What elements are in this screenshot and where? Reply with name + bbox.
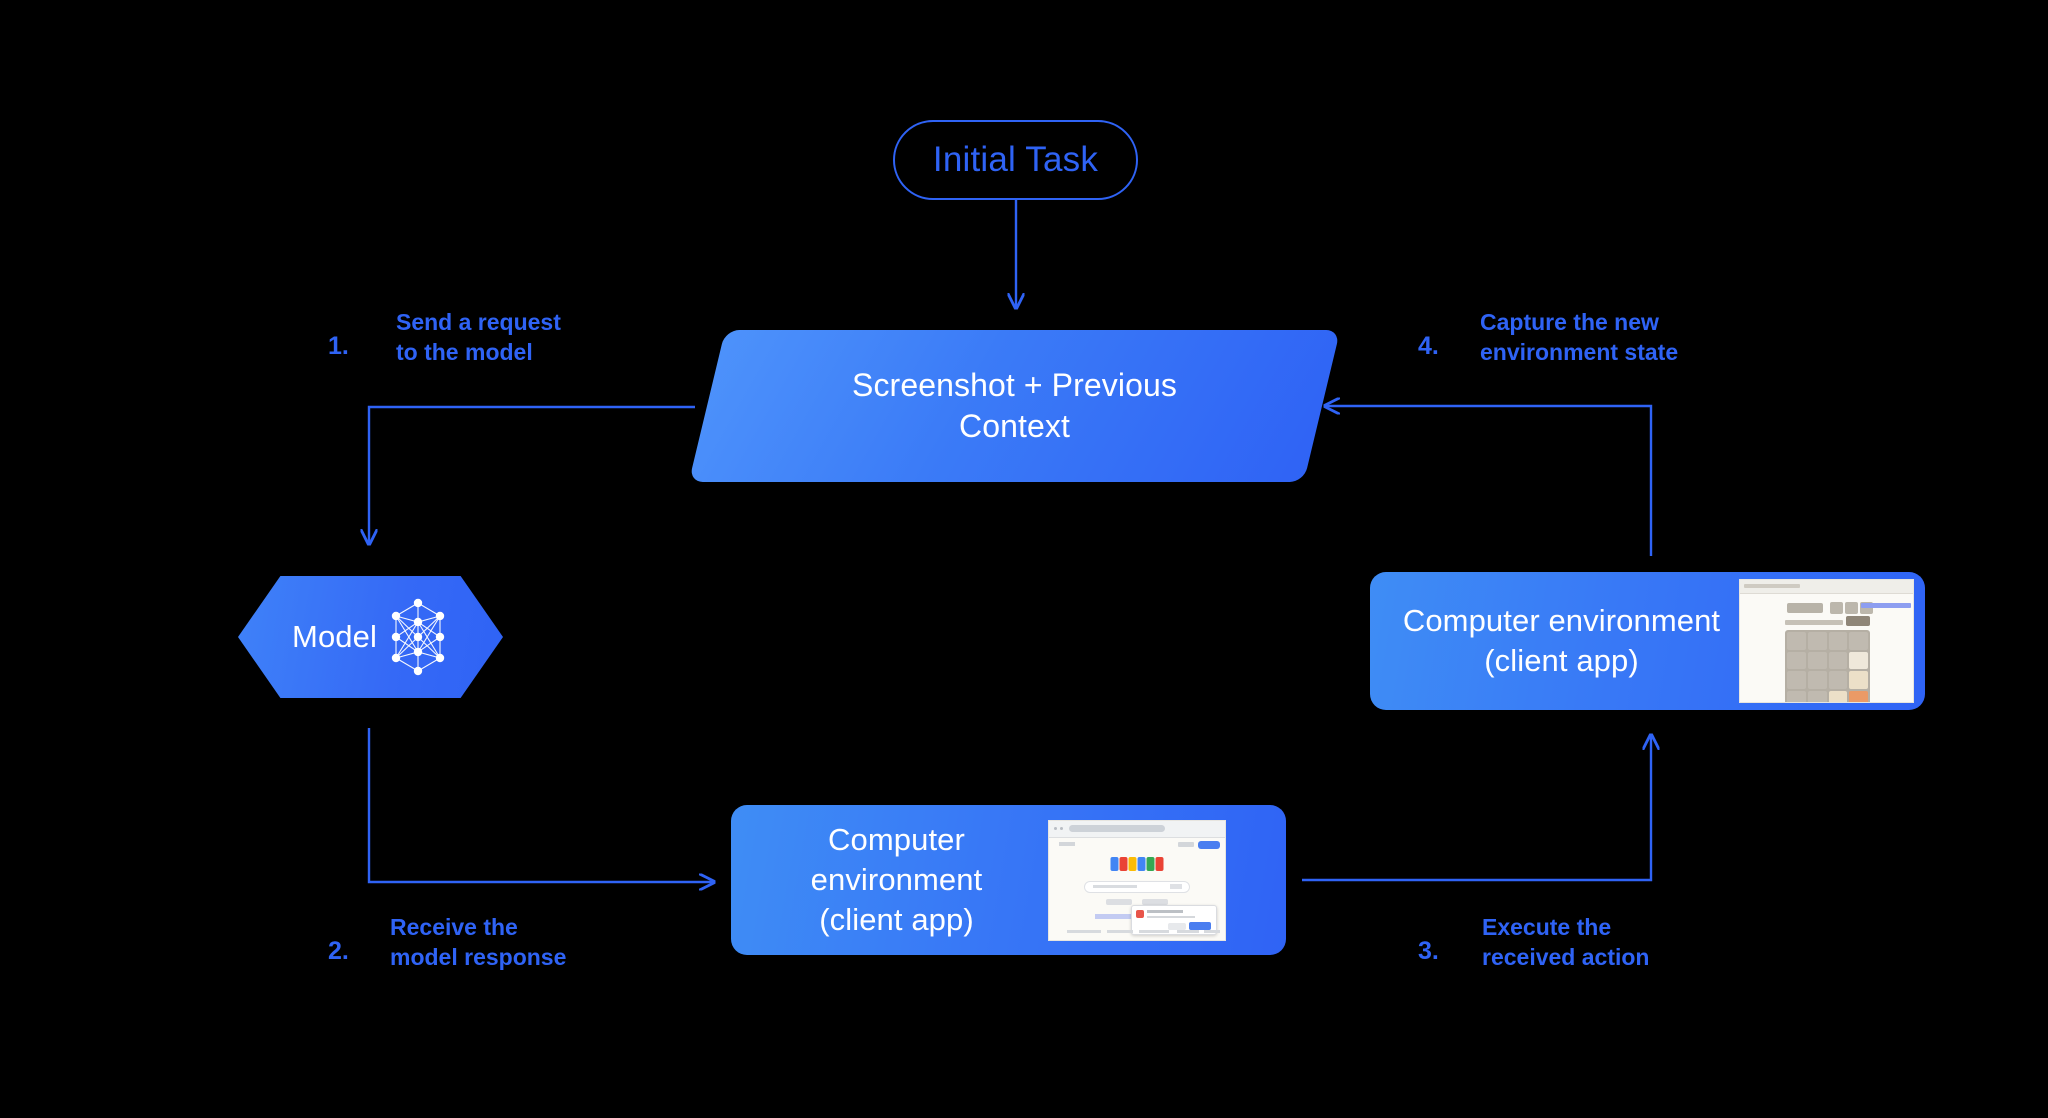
dialog-primary-button xyxy=(1189,921,1211,930)
context-label-line2: Context xyxy=(959,408,1070,444)
step-4-caption: 4. Capture the new environment state xyxy=(1418,307,1678,368)
node-initial-task: Initial Task xyxy=(893,120,1138,200)
new-game-button xyxy=(1846,616,1870,626)
context-label-group: Screenshot + Previous Context xyxy=(707,330,1322,482)
node-env-top-right: Computer environment (client app) xyxy=(1370,572,1925,710)
address-bar xyxy=(1069,824,1165,832)
step-2-caption: 2. Receive the model response xyxy=(328,912,566,973)
thumbnail-2048-game xyxy=(1739,579,1914,703)
step-4-number: 4. xyxy=(1418,332,1439,360)
sign-in-button xyxy=(1198,840,1220,849)
step-1-number: 1. xyxy=(328,332,349,360)
header-links xyxy=(1861,603,1911,608)
arrow-context-to-model xyxy=(369,405,695,544)
env-top-right-line1: Computer environment xyxy=(1402,602,1721,638)
arrow-model-to-env-bottom xyxy=(367,728,714,882)
node-screenshot-context: Screenshot + Previous Context xyxy=(688,330,1341,482)
env-bottom-label: Computer environment (client app) xyxy=(731,820,1048,941)
step-3-text: Execute the received action xyxy=(1482,914,1650,971)
browser-chrome xyxy=(1049,820,1225,838)
initial-task-label: Initial Task xyxy=(932,140,1099,179)
step-4-text: Capture the new environment state xyxy=(1480,309,1679,366)
breadcrumb-placeholder xyxy=(1059,841,1075,846)
step-1-text: Send a request to the model xyxy=(396,309,561,366)
env-top-right-line2: (client app) xyxy=(1484,643,1639,678)
search-input xyxy=(1084,880,1190,893)
search-buttons xyxy=(1106,898,1168,905)
game-title-placeholder xyxy=(1787,603,1823,613)
env-bottom-line2: (client app) xyxy=(819,902,974,938)
game-subtitle xyxy=(1785,620,1843,625)
env-bottom-line1: Computer environment xyxy=(810,821,983,897)
model-label: Model xyxy=(292,619,377,654)
arrow-env-bottom-to-env-top xyxy=(1302,735,1651,882)
url-bar xyxy=(1744,584,1800,588)
google-logo-icon xyxy=(1110,856,1164,871)
page-footer xyxy=(1049,927,1225,936)
avatar-icon xyxy=(1136,909,1144,918)
node-env-bottom: Computer environment (client app) xyxy=(731,805,1286,955)
env-top-right-label: Computer environment (client app) xyxy=(1370,601,1739,682)
arrow-env-top-to-context xyxy=(1325,406,1653,556)
thumbnail-google-search xyxy=(1048,819,1226,941)
game-board xyxy=(1785,630,1870,702)
apps-grid-icon xyxy=(1178,841,1194,847)
node-model: Model xyxy=(238,576,503,698)
step-1-caption: 1. Send a request to the model xyxy=(328,307,561,368)
context-label-line1: Screenshot + Previous xyxy=(852,367,1177,404)
step-3-caption: 3. Execute the received action xyxy=(1418,912,1649,973)
dialog-secondary-button xyxy=(1168,922,1186,930)
step-3-number: 3. xyxy=(1418,937,1439,965)
neural-network-icon xyxy=(391,598,445,676)
step-2-text: Receive the model response xyxy=(390,914,567,971)
step-2-number: 2. xyxy=(328,937,349,965)
browser-chrome xyxy=(1740,580,1913,594)
